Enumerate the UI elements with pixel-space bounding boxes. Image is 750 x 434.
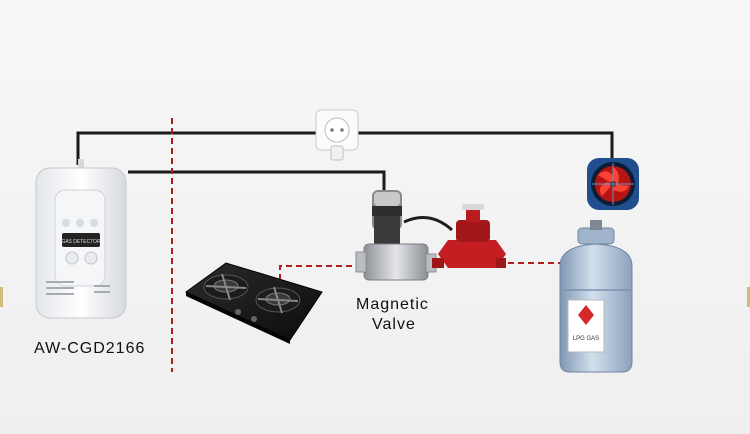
fan-blades-icon <box>598 167 629 196</box>
reset-button <box>84 251 98 265</box>
test-button <box>65 251 79 265</box>
valve-label-line1: Magnetic <box>356 296 429 313</box>
gas-stove <box>185 262 323 344</box>
wall-socket <box>315 109 359 161</box>
detector-model-label: AW-CGD2166 <box>34 340 146 357</box>
valve-label-line2: Valve <box>372 316 416 333</box>
left-edge-accent <box>0 287 3 307</box>
detector-vents <box>46 281 110 295</box>
wire-detector-to-valve <box>128 170 386 192</box>
burner-left-icon <box>203 273 249 301</box>
right-edge-accent <box>747 287 750 307</box>
cylinder-label-text: LPG GAS <box>573 336 599 342</box>
gas-detector: GAS DETECTOR <box>35 159 127 319</box>
pressure-regulator <box>432 204 506 268</box>
burner-right-icon <box>255 286 301 314</box>
warning-diamond-icon <box>578 305 594 325</box>
exhaust-fan <box>587 158 639 210</box>
detector-screen-text: GAS DETECTOR <box>61 239 101 245</box>
gas-cylinder: LPG GAS <box>559 220 633 373</box>
magnetic-valve <box>355 190 454 281</box>
detector-display <box>62 233 100 247</box>
